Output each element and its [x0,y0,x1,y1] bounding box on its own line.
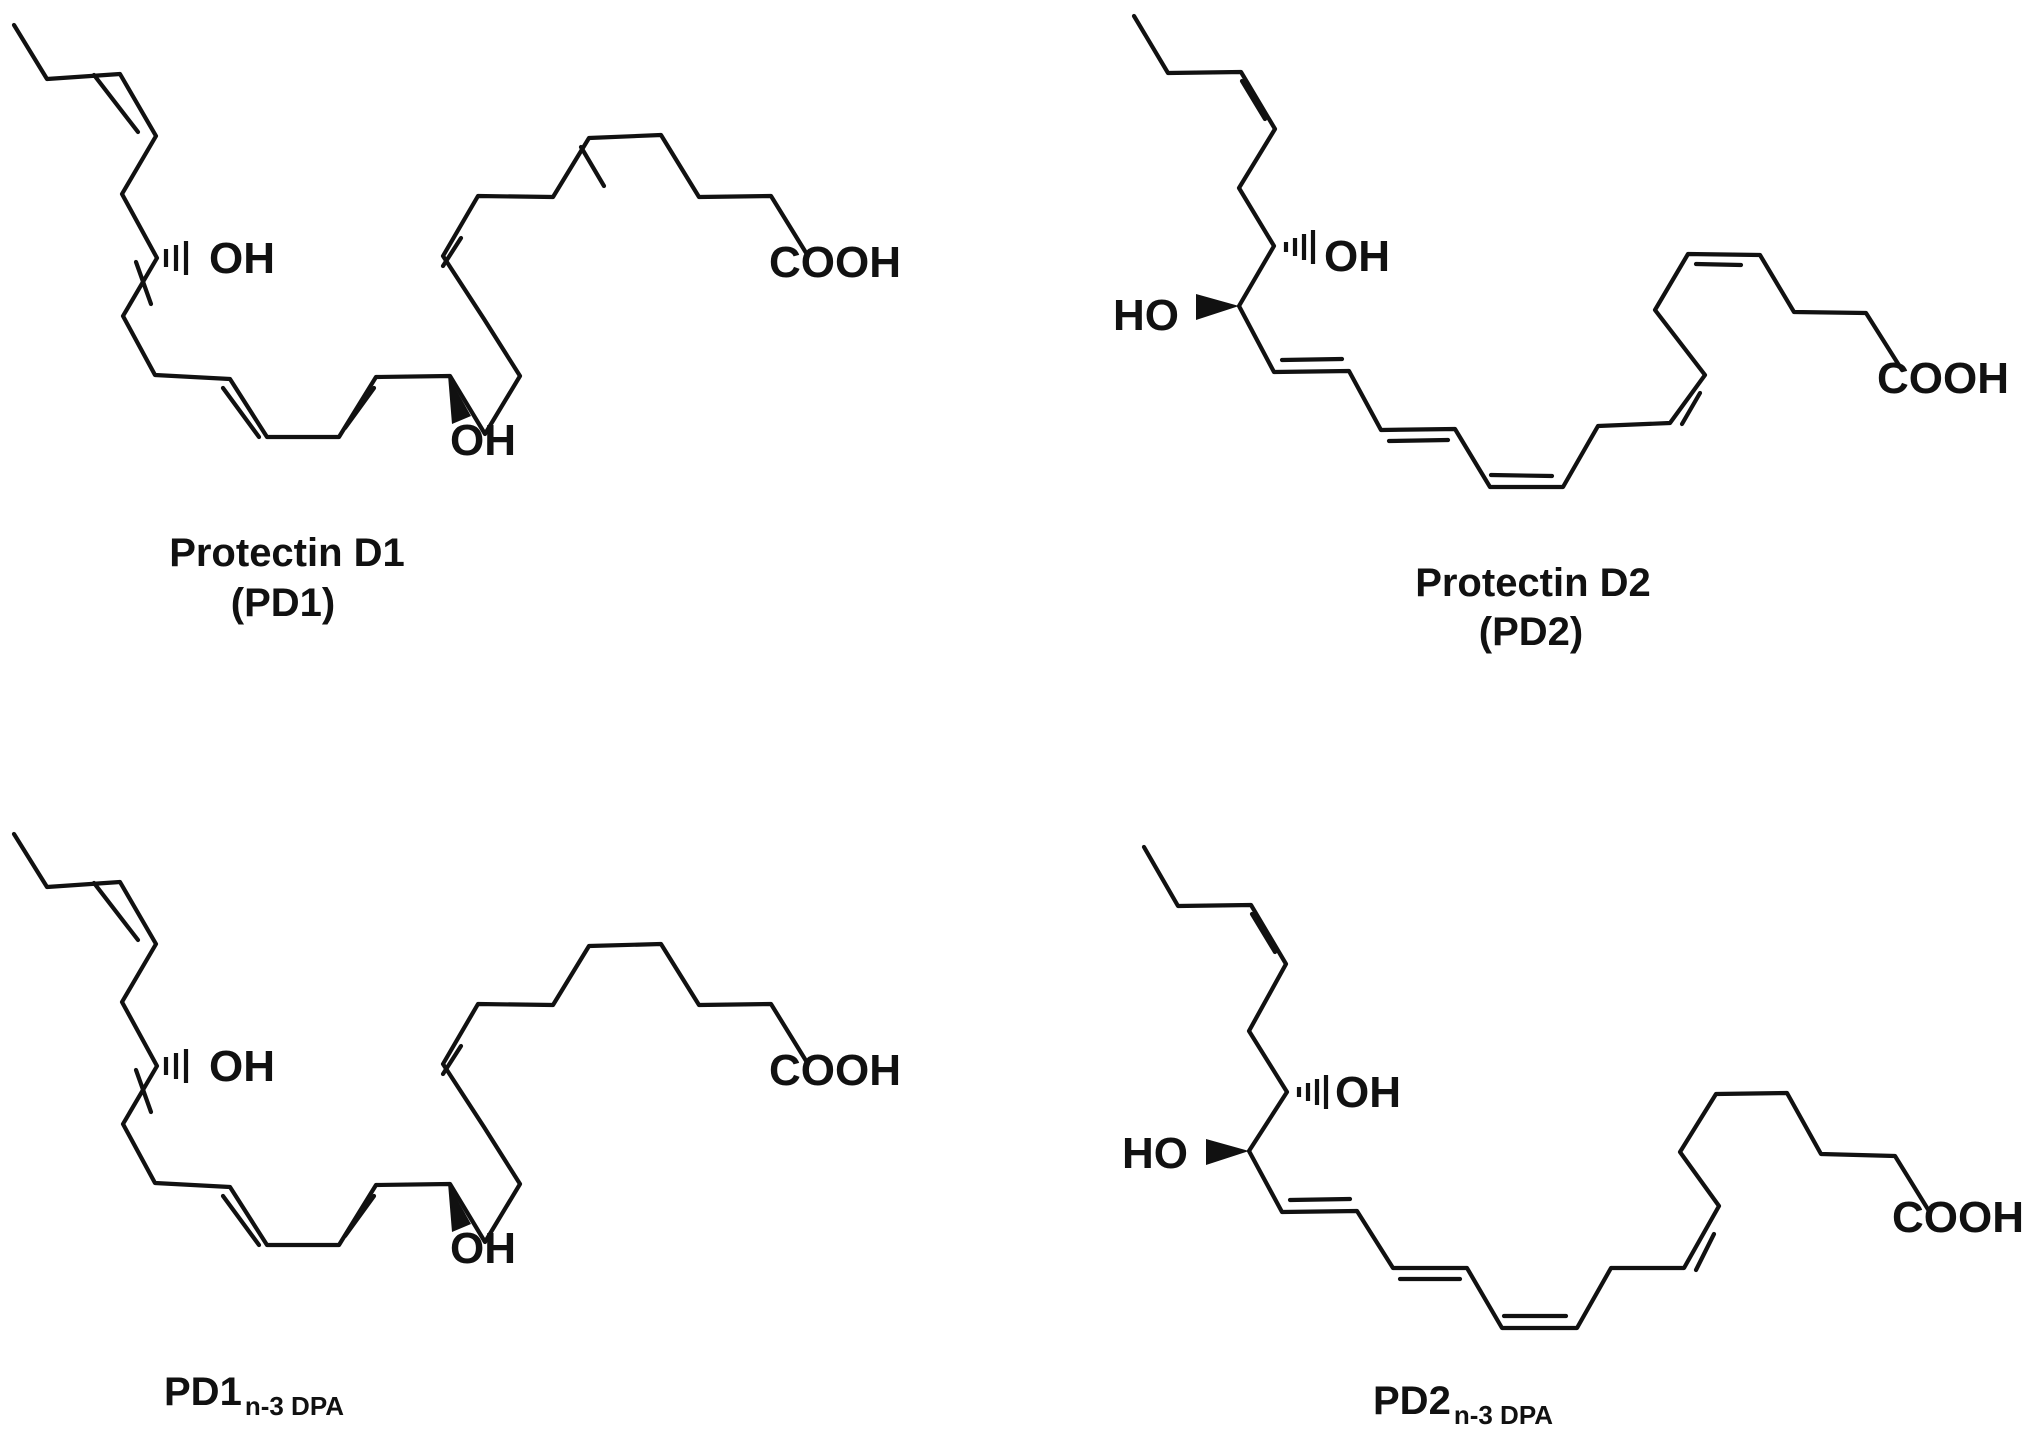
pd2-carbon-chain [1131,13,1905,490]
pd1-caption-abbrev: (PD1) [231,581,335,625]
pd1dpa-oh-label-2: OH [450,1224,516,1273]
pd2dpa-carbon-chain [1141,844,1932,1331]
pd2dpa-caption-main: PD2 [1373,1379,1451,1423]
pd2dpa-double-bonds [1249,911,1717,1319]
pd2dpa-cooh-label: COOH [1892,1193,2024,1242]
pd1dpa-caption-subscript: n-3 DPA [245,1391,344,1421]
pd2-stereo-bonds [1196,230,1316,320]
pd1dpa-caption-main: PD1 [164,1370,242,1414]
pd1-carbon-chain [11,22,811,440]
pd1-double-bonds [91,72,607,440]
pd2-ho-label: HO [1113,291,1179,340]
pd2dpa-oh-label: OH [1335,1068,1401,1117]
pd2-caption: Protectin D2 [1415,561,1651,605]
pd1-oh-label: OH [209,234,275,283]
pd1dpa-cooh-label: COOH [769,1046,901,1095]
pd2-double-bonds [1239,78,1744,479]
pd2dpa-ho-label: HO [1122,1129,1188,1178]
pd1dpa-stereo-bonds [163,1049,471,1232]
pd1-cooh-label: COOH [769,238,901,287]
structure-pd2: OH HO COOH Protectin D2 (PD2) [1113,13,2009,654]
pd1dpa-oh-label: OH [209,1042,275,1091]
pd1dpa-carbon-chain [11,831,811,1248]
pd2-caption-abbrev: (PD2) [1479,610,1583,654]
pd1-oh-label-2: OH [450,416,516,465]
pd1-caption: Protectin D1 [169,531,405,575]
pd2dpa-caption-subscript: n-3 DPA [1454,1400,1553,1430]
pd2-oh-label: OH [1324,232,1390,281]
pd2-cooh-label: COOH [1877,354,2009,403]
pd2dpa-stereo-bonds [1206,1075,1329,1165]
structure-pd1: OH OH COOH Protectin D1 (PD1) [11,22,901,625]
pd1-stereo-bonds [163,241,471,424]
pd1dpa-double-bonds [91,880,464,1248]
